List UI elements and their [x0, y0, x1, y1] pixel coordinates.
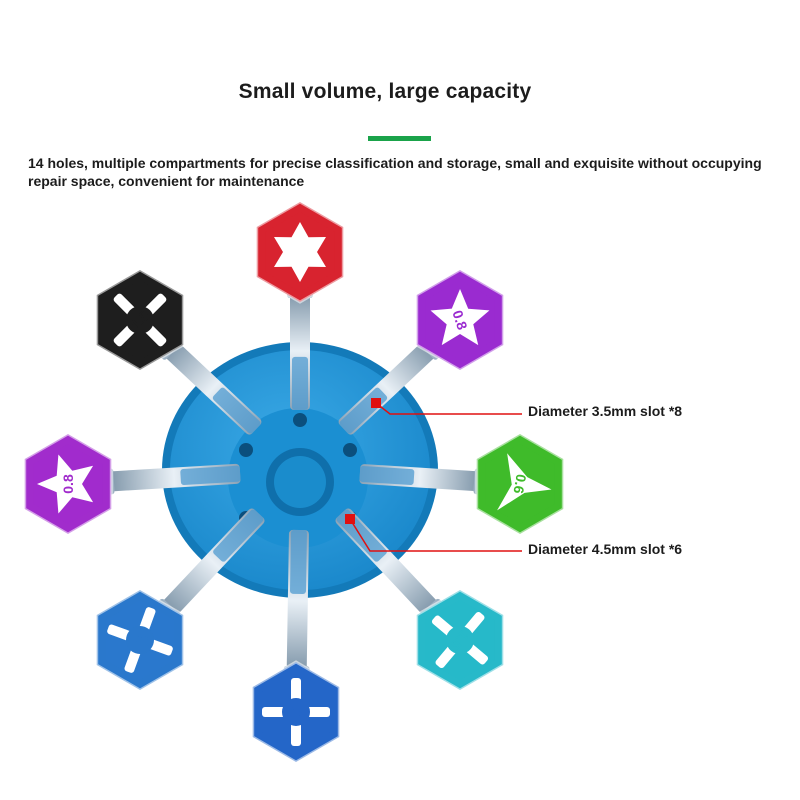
description-text: 14 holes, multiple compartments for prec… [28, 155, 762, 189]
bit-head-2: 0.8 [415, 268, 505, 372]
cross-icon [262, 678, 330, 746]
bit-heads: T1 0.8 0.6 1.5 2.5 2.5 0.8 1.5 [23, 200, 565, 764]
bit-size-label: T1 [291, 244, 309, 261]
bit-head-6: 2.5 [95, 588, 185, 692]
bit-size-label: 0.6 [510, 473, 529, 495]
title-underline [368, 136, 431, 141]
tri-wing-icon [497, 453, 552, 511]
bit-head-5: 2.5 [251, 660, 341, 764]
bit-head-4: 1.5 [415, 588, 505, 692]
bit-size-label: 0.8 [449, 308, 470, 332]
cross-icon [107, 607, 173, 673]
torx-icon [274, 222, 326, 282]
bit-head-1: T1 [255, 200, 345, 304]
callout-slot-35: Diameter 3.5mm slot *8 [528, 403, 683, 419]
cross-icon [431, 611, 489, 669]
cross-icon [113, 293, 167, 347]
star-icon [430, 288, 490, 346]
bit-head-7: 0.8 [23, 432, 113, 536]
page-title: Small volume, large capacity [238, 80, 532, 103]
callout-slot-45: Diameter 4.5mm slot *6 [528, 541, 683, 557]
bit-size-label: 2.5 [286, 704, 306, 720]
bit-head-8: 1.5 [95, 268, 185, 372]
star-icon [37, 454, 94, 514]
bit-size-label: 0.8 [60, 474, 76, 494]
callout-lines [345, 398, 522, 552]
bit-head-3: 0.6 [475, 432, 565, 536]
bit-size-label: 2.5 [128, 629, 152, 651]
